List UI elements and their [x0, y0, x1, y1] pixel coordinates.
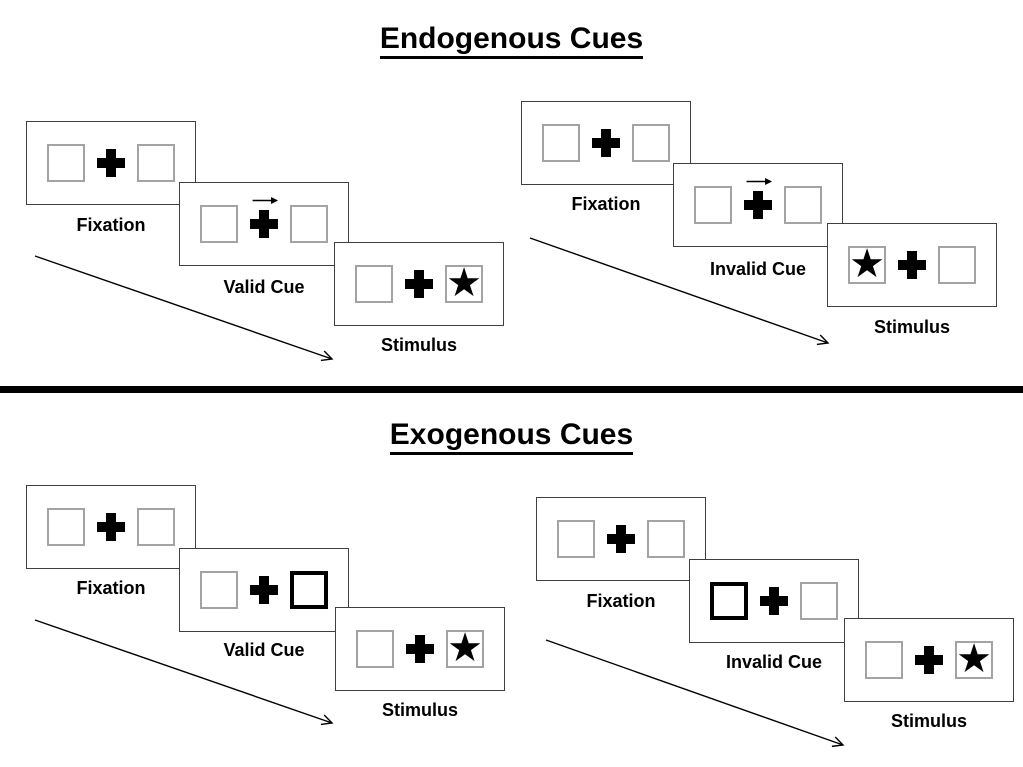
exo-valid-stimulus-panel: ★ [335, 607, 505, 691]
placeholder-box-right [137, 508, 175, 546]
placeholder-box-left [47, 508, 85, 546]
placeholder-box-right [784, 186, 822, 224]
endo-invalid-cue-panel [673, 163, 843, 247]
exo-invalid-cue-panel [689, 559, 859, 643]
timeline-arrow [34, 619, 334, 726]
fixation-cross-icon [744, 191, 772, 219]
placeholder-box-right [647, 520, 685, 558]
frame-label-valid-cue: Valid Cue [223, 640, 305, 660]
placeholder-box-left [694, 186, 732, 224]
placeholder-box-left [355, 265, 393, 303]
frame-label-fixation: Fixation [586, 591, 656, 611]
fixation-cross-icon [760, 587, 788, 615]
placeholder-box-right [938, 246, 976, 284]
placeholder-box-left [865, 641, 903, 679]
section-title-endogenous: Endogenous Cues [0, 22, 1023, 59]
endo-invalid-fixation-panel [521, 101, 691, 185]
placeholder-box-left [356, 630, 394, 668]
star-stimulus-box: ★ [848, 242, 886, 286]
exo-invalid-stimulus-panel: ★ [844, 618, 1014, 702]
frame-label-fixation: Fixation [76, 578, 146, 598]
frame-label-invalid-cue: Invalid Cue [709, 259, 807, 279]
frame-label-stimulus: Stimulus [381, 700, 458, 720]
frame-label-stimulus: Stimulus [873, 317, 950, 337]
fixation-cross-icon [405, 270, 433, 298]
frame-label-stimulus: Stimulus [380, 335, 457, 355]
star-icon: ★ [956, 637, 992, 681]
exogenous-cue-box-left [710, 582, 748, 620]
frame-label-invalid-cue: Invalid Cue [725, 652, 823, 672]
placeholder-box-right [632, 124, 670, 162]
frame-label-fixation: Fixation [76, 215, 146, 235]
fixation-cross-icon [97, 513, 125, 541]
star-stimulus-box: ★ [955, 637, 993, 681]
arrow-cue-right-icon [252, 197, 279, 204]
endo-invalid-stimulus-panel: ★ [827, 223, 997, 307]
star-stimulus-box: ★ [446, 626, 484, 670]
fixation-cross-icon [406, 635, 434, 663]
exo-valid-fixation-panel [26, 485, 196, 569]
endo-valid-cue-panel [179, 182, 349, 266]
exo-valid-cue-panel [179, 548, 349, 632]
star-icon: ★ [446, 261, 482, 305]
endo-valid-fixation-panel [26, 121, 196, 205]
fixation-cross-icon [250, 210, 278, 238]
fixation-cross-icon [97, 149, 125, 177]
section-title-exogenous: Exogenous Cues [0, 418, 1023, 455]
star-stimulus-box: ★ [445, 261, 483, 305]
timeline-arrow [545, 639, 845, 748]
placeholder-box-left [542, 124, 580, 162]
placeholder-box-right [290, 205, 328, 243]
timeline-arrow [529, 237, 830, 346]
fixation-cross-icon [898, 251, 926, 279]
fixation-cross-icon [915, 646, 943, 674]
placeholder-box-left [47, 144, 85, 182]
placeholder-box-left [200, 571, 238, 609]
arrow-cue-right-icon [746, 178, 773, 185]
placeholder-box-right [800, 582, 838, 620]
timeline-arrow [34, 255, 334, 362]
star-icon: ★ [447, 626, 483, 670]
placeholder-box-left [557, 520, 595, 558]
placeholder-box-left [200, 205, 238, 243]
endo-valid-stimulus-panel: ★ [334, 242, 504, 326]
star-icon: ★ [849, 242, 885, 286]
fixation-cross-icon [592, 129, 620, 157]
fixation-cross-icon [607, 525, 635, 553]
fixation-cross-icon [250, 576, 278, 604]
section-title-exogenous-text: Exogenous Cues [389, 418, 634, 455]
frame-label-fixation: Fixation [571, 194, 641, 214]
placeholder-box-right [137, 144, 175, 182]
frame-label-valid-cue: Valid Cue [223, 277, 305, 297]
frame-label-stimulus: Stimulus [890, 711, 967, 731]
section-divider [0, 386, 1023, 393]
exogenous-cue-box-right [290, 571, 328, 609]
exo-invalid-fixation-panel [536, 497, 706, 581]
section-title-endogenous-text: Endogenous Cues [379, 22, 644, 59]
